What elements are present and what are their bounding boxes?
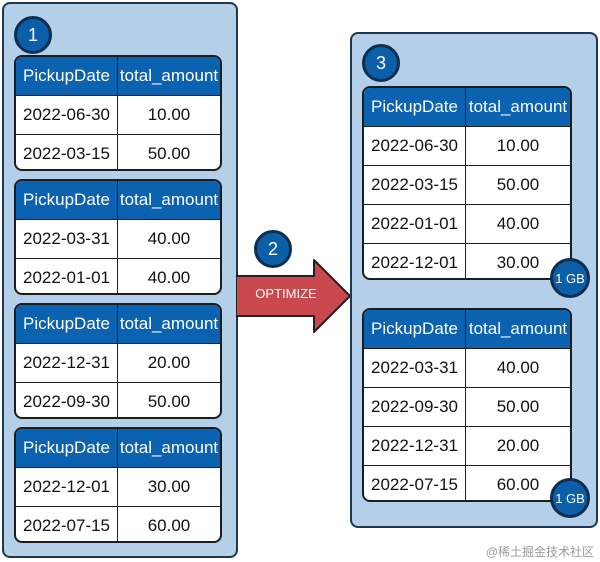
step-badge-1: 1	[14, 16, 52, 54]
table-row: 2022-01-01 40.00	[364, 204, 570, 243]
pickup-date-cell: 2022-01-01	[364, 205, 466, 243]
table-row: 2022-12-01 30.00	[16, 467, 220, 506]
pickup-date-cell: 2022-12-31	[16, 344, 118, 382]
column-header-total-amount: total_amount	[466, 88, 570, 126]
table-row: 2022-12-31 20.00	[16, 343, 220, 382]
column-header-total-amount: total_amount	[118, 57, 220, 95]
table-row: 2022-07-15 60.00	[364, 465, 570, 500]
column-header-total-amount: total_amount	[118, 429, 220, 467]
table-header: PickupDate total_amount	[16, 181, 220, 219]
table-row: 2022-03-31 40.00	[16, 219, 220, 258]
total-amount-cell: 30.00	[147, 477, 191, 496]
left-file-table-4: PickupDate total_amount 2022-12-01 30.00…	[14, 427, 222, 543]
left-file-table-1: PickupDate total_amount 2022-06-30 10.00…	[14, 55, 222, 171]
column-header-pickupdate: PickupDate	[16, 429, 118, 467]
optimize-arrow	[236, 259, 351, 333]
watermark: @稀土掘金技术社区	[485, 545, 594, 559]
file-size-badge-1: 1 GB	[550, 258, 590, 298]
total-amount-cell: 40.00	[147, 268, 191, 287]
table-row: 2022-12-01 30.00	[364, 243, 570, 278]
right-file-table-2: PickupDate total_amount 2022-03-31 40.00…	[362, 308, 572, 502]
column-header-total-amount: total_amount	[466, 310, 570, 348]
total-amount-cell: 50.00	[496, 397, 540, 416]
pickup-date-cell: 2022-12-31	[364, 427, 466, 465]
pickup-date-cell: 2022-03-15	[16, 135, 118, 169]
table-row: 2022-03-15 50.00	[16, 134, 220, 169]
pickup-date-cell: 2022-12-01	[364, 244, 466, 278]
table-header: PickupDate total_amount	[16, 305, 220, 343]
column-header-pickupdate: PickupDate	[364, 310, 466, 348]
file-size-badge-2: 1 GB	[550, 478, 590, 518]
table-header: PickupDate total_amount	[364, 88, 570, 126]
column-header-pickupdate: PickupDate	[16, 57, 118, 95]
table-row: 2022-03-15 50.00	[364, 165, 570, 204]
total-amount-cell: 40.00	[496, 214, 540, 233]
pickup-date-cell: 2022-09-30	[364, 388, 466, 426]
pickup-date-cell: 2022-12-01	[16, 468, 118, 506]
pickup-date-cell: 2022-09-30	[16, 383, 118, 417]
table-row: 2022-01-01 40.00	[16, 258, 220, 293]
total-amount-cell: 40.00	[147, 229, 191, 248]
column-header-total-amount: total_amount	[118, 305, 220, 343]
total-amount-cell: 60.00	[147, 516, 191, 535]
column-header-total-amount: total_amount	[118, 181, 220, 219]
column-header-pickupdate: PickupDate	[16, 181, 118, 219]
pickup-date-cell: 2022-03-31	[364, 349, 466, 387]
total-amount-cell: 30.00	[496, 253, 540, 272]
total-amount-cell: 50.00	[147, 144, 191, 163]
table-row: 2022-07-15 60.00	[16, 506, 220, 541]
right-file-table-1: PickupDate total_amount 2022-06-30 10.00…	[362, 86, 572, 280]
table-row: 2022-06-30 10.00	[364, 126, 570, 165]
pickup-date-cell: 2022-01-01	[16, 259, 118, 293]
pickup-date-cell: 2022-07-15	[364, 466, 466, 500]
total-amount-cell: 10.00	[496, 136, 540, 155]
pickup-date-cell: 2022-03-15	[364, 166, 466, 204]
optimize-label: OPTIMIZE	[255, 286, 317, 301]
total-amount-cell: 40.00	[496, 358, 540, 377]
table-header: PickupDate total_amount	[16, 429, 220, 467]
table-header: PickupDate total_amount	[16, 57, 220, 95]
column-header-pickupdate: PickupDate	[364, 88, 466, 126]
table-row: 2022-12-31 20.00	[364, 426, 570, 465]
column-header-pickupdate: PickupDate	[16, 305, 118, 343]
step-badge-2: 2	[254, 230, 292, 268]
total-amount-cell: 60.00	[496, 475, 540, 494]
pickup-date-cell: 2022-07-15	[16, 507, 118, 541]
pickup-date-cell: 2022-06-30	[364, 127, 466, 165]
left-file-table-3: PickupDate total_amount 2022-12-31 20.00…	[14, 303, 222, 419]
pickup-date-cell: 2022-06-30	[16, 96, 118, 134]
table-row: 2022-09-30 50.00	[16, 382, 220, 417]
left-file-table-2: PickupDate total_amount 2022-03-31 40.00…	[14, 179, 222, 295]
total-amount-cell: 20.00	[147, 353, 191, 372]
total-amount-cell: 20.00	[496, 436, 540, 455]
table-row: 2022-06-30 10.00	[16, 95, 220, 134]
table-row: 2022-03-31 40.00	[364, 348, 570, 387]
total-amount-cell: 50.00	[147, 392, 191, 411]
step-badge-3: 3	[362, 44, 400, 82]
total-amount-cell: 10.00	[147, 105, 191, 124]
table-row: 2022-09-30 50.00	[364, 387, 570, 426]
pickup-date-cell: 2022-03-31	[16, 220, 118, 258]
total-amount-cell: 50.00	[496, 175, 540, 194]
table-header: PickupDate total_amount	[364, 310, 570, 348]
